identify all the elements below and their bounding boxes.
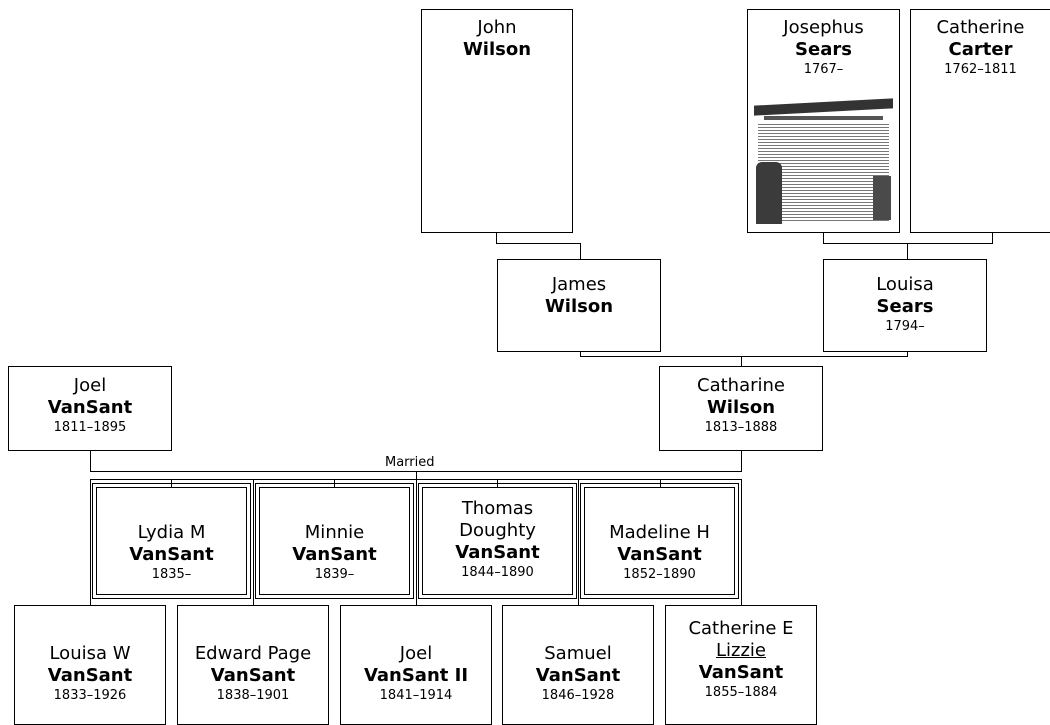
surname: Sears xyxy=(795,39,852,60)
clipping-portrait xyxy=(873,176,891,220)
life-dates: 1841–1914 xyxy=(379,688,453,703)
surname: VanSant xyxy=(210,665,296,686)
married-label: Married xyxy=(383,455,437,470)
given-name: Joel xyxy=(73,375,107,396)
life-dates: 1855–1884 xyxy=(704,685,778,700)
children-drop xyxy=(334,479,335,487)
nickname: Lizzie xyxy=(715,640,766,661)
life-dates: 1835– xyxy=(151,567,192,582)
given-name: Lydia M xyxy=(137,522,206,543)
given-name: Madeline H xyxy=(609,522,710,543)
life-dates: 1833–1926 xyxy=(53,688,127,703)
clipping-portrait xyxy=(756,162,782,224)
clipping-subheadline xyxy=(764,116,883,120)
given-name: Louisa W xyxy=(49,643,131,664)
connector-james-louisa xyxy=(580,351,581,357)
person-card-thomas-vansant[interactable]: Thomas Doughty VanSant 1844–1890 xyxy=(418,483,577,599)
children-drop xyxy=(90,479,91,605)
connector-to-catharine xyxy=(741,356,742,366)
clipping-headline xyxy=(754,98,893,116)
children-drop xyxy=(497,479,498,487)
connector-sears-louisa xyxy=(907,243,908,259)
children-drop xyxy=(253,479,254,605)
marriage-line xyxy=(741,450,742,472)
children-drop xyxy=(578,479,579,605)
connector-sears-couple xyxy=(992,232,993,244)
person-card-catherine-carter[interactable]: Catherine Carter 1762–1811 xyxy=(910,9,1050,233)
person-card-louisa-w-vansant[interactable]: Louisa W VanSant 1833–1926 xyxy=(14,605,166,725)
life-dates: 1838–1901 xyxy=(216,688,290,703)
surname: Wilson xyxy=(544,296,614,317)
person-card-madeline-vansant[interactable]: Madeline H VanSant 1852–1890 xyxy=(580,483,739,599)
connector-james-louisa xyxy=(580,356,908,357)
person-card-james-wilson[interactable]: James Wilson xyxy=(497,259,661,352)
given-name: Josephus xyxy=(783,17,864,38)
given-name: Catherine E xyxy=(688,618,794,639)
given-name: James xyxy=(551,274,607,295)
person-card-joel-vansant[interactable]: Joel VanSant 1811–1895 xyxy=(8,366,172,451)
life-dates: 1811–1895 xyxy=(53,420,127,435)
life-dates: 1813–1888 xyxy=(704,420,778,435)
life-dates: 1767– xyxy=(803,62,844,77)
person-card-catharine-wilson[interactable]: Catharine Wilson 1813–1888 xyxy=(659,366,823,451)
surname: Wilson xyxy=(706,397,776,418)
surname: VanSant xyxy=(129,544,214,565)
person-card-catherine-e-vansant[interactable]: Catherine E Lizzie VanSant 1855–1884 xyxy=(665,605,817,725)
person-card-josephus-sears[interactable]: Josephus Sears 1767– xyxy=(747,9,900,233)
surname: VanSant xyxy=(47,665,133,686)
life-dates: 1839– xyxy=(314,567,355,582)
given-name: Louisa xyxy=(876,274,934,295)
given-name: Minnie xyxy=(304,522,365,543)
connector-john-james xyxy=(496,232,497,244)
life-dates: 1794– xyxy=(885,319,925,334)
life-dates: 1844–1890 xyxy=(461,565,534,580)
newspaper-clipping-image[interactable] xyxy=(754,94,893,226)
given-name: John xyxy=(477,17,517,38)
surname: VanSant II xyxy=(363,665,469,686)
surname: VanSant xyxy=(617,544,702,565)
children-bus xyxy=(90,479,742,480)
life-dates: 1846–1928 xyxy=(541,688,615,703)
given-name: Joel xyxy=(399,643,433,664)
life-dates: 1762–1811 xyxy=(944,62,1017,77)
connector-john-james xyxy=(496,243,581,244)
children-drop xyxy=(171,479,172,487)
surname: Wilson xyxy=(462,39,532,60)
connector-john-james xyxy=(580,243,581,259)
surname: VanSant xyxy=(47,397,133,418)
surname: Carter xyxy=(948,39,1013,60)
person-card-samuel-vansant[interactable]: Samuel VanSant 1846–1928 xyxy=(502,605,654,725)
surname: VanSant xyxy=(455,542,540,563)
surname: Sears xyxy=(876,296,934,317)
given-name: Edward Page xyxy=(194,643,312,664)
life-dates: 1852–1890 xyxy=(623,567,696,582)
surname: VanSant xyxy=(535,665,621,686)
person-card-john-wilson[interactable]: John Wilson xyxy=(421,9,573,233)
surname: VanSant xyxy=(292,544,377,565)
given-name: Samuel xyxy=(544,643,612,664)
connector-sears-couple xyxy=(823,232,824,244)
connector-sears-couple xyxy=(823,243,993,244)
children-stem xyxy=(416,471,417,605)
person-card-edward-vansant[interactable]: Edward Page VanSant 1838–1901 xyxy=(177,605,329,725)
given-name: Thomas Doughty xyxy=(459,498,536,541)
children-drop xyxy=(741,479,742,605)
given-name: Catharine xyxy=(697,375,785,396)
given-name: Catherine xyxy=(936,17,1025,38)
connector-james-louisa xyxy=(907,351,908,357)
person-card-louisa-sears[interactable]: Louisa Sears 1794– xyxy=(823,259,987,352)
person-card-joel-vansant-ii[interactable]: Joel VanSant II 1841–1914 xyxy=(340,605,492,725)
marriage-line xyxy=(90,450,91,472)
person-card-minnie-vansant[interactable]: Minnie VanSant 1839– xyxy=(255,483,414,599)
person-card-lydia-vansant[interactable]: Lydia M VanSant 1835– xyxy=(92,483,251,599)
surname: VanSant xyxy=(698,662,784,683)
children-drop xyxy=(660,479,661,487)
